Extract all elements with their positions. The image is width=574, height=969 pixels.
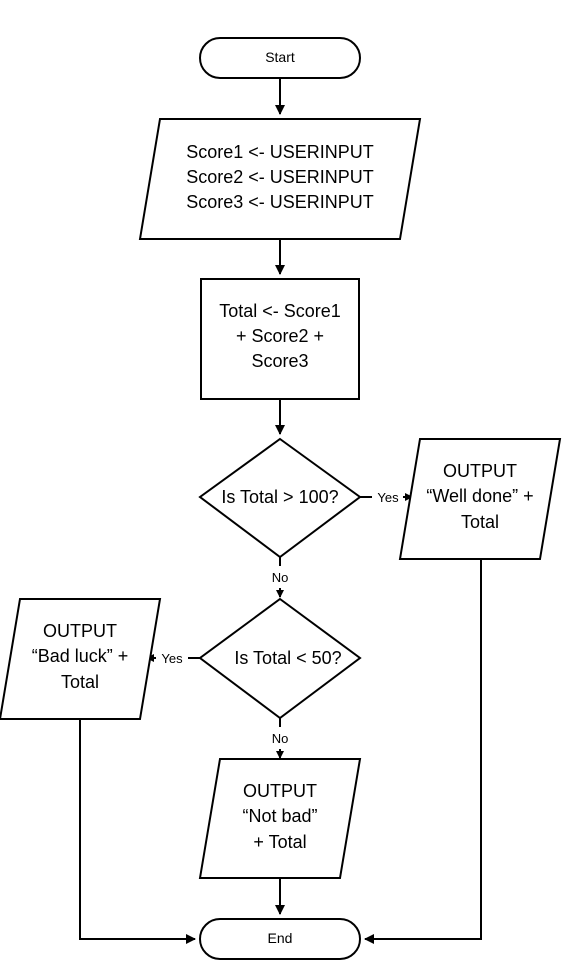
not-bad-line-1: OUTPUT	[243, 781, 317, 801]
end-label: End	[268, 930, 293, 946]
d2-yes-label: Yes	[161, 651, 183, 666]
total-process: Total <- Score1 + Score2 + Score3	[200, 278, 360, 400]
input-line-2: Score2 <- USERINPUT	[186, 167, 374, 187]
output-bad-luck: OUTPUT “Bad luck” + Total	[0, 598, 162, 720]
end-terminal: End	[199, 918, 361, 960]
bad-luck-line-1: OUTPUT	[43, 621, 117, 641]
start-terminal: Start	[199, 37, 361, 79]
bad-luck-line-3: Total	[61, 672, 99, 692]
decision2-label: Is Total < 50?	[234, 648, 341, 668]
not-bad-line-2: “Not bad”	[242, 806, 317, 826]
well-done-line-2: “Well done” +	[426, 486, 533, 506]
output-well-done: OUTPUT “Well done” + Total	[398, 438, 562, 560]
start-label: Start	[265, 49, 295, 65]
decision1-label: Is Total > 100?	[221, 487, 338, 507]
d1-yes-label: Yes	[377, 490, 399, 505]
bad-luck-line-2: “Bad luck” +	[32, 646, 129, 666]
edge-badluck-to-end	[79, 719, 196, 944]
well-done-line-1: OUTPUT	[443, 461, 517, 481]
decision-gt-100: Is Total > 100?	[198, 437, 362, 559]
input-line-1: Score1 <- USERINPUT	[186, 142, 374, 162]
input-box: Score1 <- USERINPUT Score2 <- USERINPUT …	[138, 118, 422, 240]
decision-lt-50: Is Total < 50?	[198, 597, 362, 720]
not-bad-line-3: + Total	[253, 832, 306, 852]
input-line-3: Score3 <- USERINPUT	[186, 192, 374, 212]
total-line-1: Total <- Score1	[219, 301, 341, 321]
output-not-bad: OUTPUT “Not bad” + Total	[198, 758, 362, 879]
d1-no-label: No	[272, 570, 289, 585]
well-done-line-3: Total	[461, 512, 499, 532]
connectors	[79, 78, 482, 944]
d2-no-label: No	[272, 731, 289, 746]
edge-welldone-to-end	[364, 559, 482, 944]
total-line-3: Score3	[251, 351, 308, 371]
total-line-2: + Score2 +	[236, 326, 324, 346]
